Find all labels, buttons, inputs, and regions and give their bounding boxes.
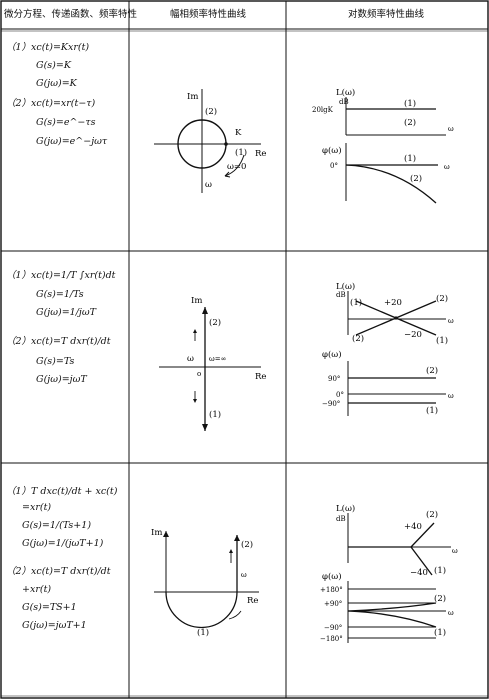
row1-bode-ph-omega: ω: [444, 163, 450, 171]
row2-bode-ph-p2: (2): [426, 365, 438, 376]
row1-bode-plot: L(ω) dB 20lgK (1) (2) ω φ(ω) 0° (1) (2) …: [312, 87, 454, 204]
row1-polar-re: Re: [255, 149, 266, 159]
row3-bode-ph-p2: (2): [434, 593, 446, 604]
row3-bode-p180: +180°: [320, 586, 343, 594]
row1-polar-k: K: [235, 128, 242, 138]
row2-polar-origin: o: [197, 370, 201, 378]
row1-bode-zero: 0°: [330, 162, 338, 170]
row1-bode-ph-p2: (2): [410, 173, 422, 184]
row3-eq4: G(jω)=1/(jωT+1): [22, 538, 104, 549]
row3-bode-ph-omega: ω: [448, 609, 454, 617]
row2-bode-minus20: −20: [404, 330, 422, 340]
row2-bode-L: L(ω): [336, 281, 355, 292]
row3-eq7: G(s)=TS+1: [22, 602, 77, 613]
row2-eq4: （2）xc(t)=T dxr(t)/dt: [6, 336, 111, 347]
row1-polar-p1: (1): [235, 147, 247, 158]
row1-bode-level: 20lgK: [312, 106, 334, 114]
row1-bode-dB: dB: [339, 98, 349, 106]
row3-polar-omega: ω: [241, 571, 247, 579]
row2-eq5: G(s)=Ts: [36, 356, 75, 367]
row2-polar-omega: ω: [187, 354, 194, 364]
row2-polar-re: Re: [255, 372, 266, 382]
row1-bode-ph-p1: (1): [404, 153, 416, 164]
row3-bode-dB: dB: [336, 515, 346, 523]
row1-eq2: G(s)=K: [36, 60, 71, 71]
row2-polar-p1: (1): [209, 409, 221, 420]
row3-polar-re: Re: [247, 596, 258, 606]
row2-bode-plus20: +20: [384, 298, 402, 308]
row1-eq5: G(s)=e^−τs: [36, 117, 96, 128]
row2-eq6: G(jω)=jωT: [36, 374, 87, 385]
row2-bode-phi: φ(ω): [322, 349, 342, 360]
row1-eq4: （2）xc(t)=xr(t−τ): [6, 98, 96, 109]
row2-bode-ph-omega: ω: [448, 392, 454, 400]
row1-bode-L: L(ω): [336, 87, 355, 98]
row2-polar-im: Im: [191, 296, 202, 306]
row1-eq3: G(jω)=K: [36, 78, 77, 89]
row3-bode-m180: −180°: [320, 635, 343, 643]
row3-eq3: G(s)=1/(Ts+1): [22, 520, 92, 531]
row3-eq8: G(jω)=jωT+1: [22, 620, 87, 631]
row1-bode-mag-p1: (1): [404, 98, 416, 109]
row1-eq6: G(jω)=e^−jωτ: [36, 136, 108, 147]
row3-bode-phi: φ(ω): [322, 571, 342, 582]
row3-bode-L: L(ω): [336, 503, 355, 514]
row3-bode-plus40: +40: [404, 522, 422, 532]
row3-bode-minus40: −40: [410, 568, 428, 578]
row1-bode-mag-p2: (2): [404, 117, 416, 128]
row2-bode-plot: L(ω) dB (1) +20 (2) (2) −20 (1) ω φ(ω) 9…: [322, 281, 454, 416]
row2-bode-p90: 90°: [328, 375, 340, 383]
header-col2: 幅相频率特性曲线: [170, 9, 247, 20]
header-col3: 对数频率特性曲线: [348, 9, 425, 20]
row1-bode-mag-omega: ω: [448, 125, 454, 133]
row2-bode-mag-p2: (2): [436, 293, 448, 304]
row1-polar-plot: Im (2) K (1) Re ω=0 ω: [154, 89, 266, 193]
row3-eq1: （1）T dxc(t)/dt + xc(t): [6, 486, 118, 497]
row2-bode-ph-p1: (1): [426, 405, 438, 416]
row3-polar-plot: Im (2) ω Re (1): [151, 528, 259, 638]
row1-polar-p2: (2): [205, 106, 217, 117]
row1-eq1: （1）xc(t)=Kxr(t): [6, 42, 90, 53]
row3-bode-mag-p1: (1): [434, 565, 446, 576]
row2-polar-omegaInf: ω=∞: [209, 355, 226, 363]
row2-bode-m90: −90°: [322, 400, 340, 408]
row2-bode-mag-p1: (1): [350, 297, 362, 308]
row3-bode-m90: −90°: [324, 624, 342, 632]
row1-polar-omega: ω: [205, 180, 212, 190]
row2-bode-mag-p1b: (1): [436, 335, 448, 346]
row2-bode-mag-p2b: (2): [352, 333, 364, 344]
row3-polar-p1: (1): [197, 627, 209, 638]
row1-polar-omega0: ω=0: [227, 162, 246, 172]
row2-bode-mag-omega: ω: [448, 317, 454, 325]
row2-bode-dB: dB: [336, 291, 346, 299]
row3-eq5: （2）xc(t)=T dxr(t)/dt: [6, 566, 111, 577]
row2-eq1: （1）xc(t)=1/T ∫xr(t)dt: [6, 270, 116, 281]
row3-eq2: =xr(t): [22, 502, 52, 513]
header-col1: 微分方程、传递函数、频率特性: [4, 9, 138, 20]
row2-eq2: G(s)=1/Ts: [36, 289, 84, 300]
row2-polar-p2: (2): [209, 317, 221, 328]
row3-polar-p2: (2): [241, 539, 253, 550]
row2-eq3: G(jω)=1/jωT: [36, 307, 96, 318]
row1-polar-im: Im: [187, 92, 198, 102]
row3-polar-im: Im: [151, 528, 162, 538]
row2-polar-plot: Im (2) ω ω=∞ o Re (1): [159, 296, 266, 431]
row3-bode-mag-omega: ω: [452, 547, 458, 555]
row3-eq6: +xr(t): [22, 584, 52, 595]
row3-bode-p90: +90°: [324, 600, 342, 608]
row3-bode-mag-p2: (2): [426, 509, 438, 520]
row3-bode-ph-p1: (1): [434, 627, 446, 638]
row2-bode-zero: 0°: [336, 391, 344, 399]
row3-bode-plot: L(ω) dB (2) +40 (1) −40 ω φ(ω) +180° +90…: [320, 503, 458, 643]
row1-bode-phi: φ(ω): [322, 145, 342, 156]
